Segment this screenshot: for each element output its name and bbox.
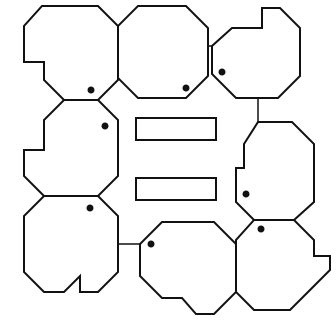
dot-marker [243, 191, 250, 198]
dot-marker [219, 69, 226, 76]
dot-marker [87, 205, 94, 212]
piece-bottom-right [236, 220, 330, 310]
dot-marker [148, 241, 155, 248]
dot-marker [102, 123, 109, 130]
piece-top-left [24, 6, 118, 100]
dot-markers [87, 69, 265, 248]
dot-marker [88, 87, 95, 94]
piece-top-right [212, 8, 300, 98]
dot-marker [258, 226, 265, 233]
dot-marker [183, 85, 190, 92]
piece-mid-right [236, 122, 314, 220]
center-slots [136, 118, 216, 200]
connector-lines [118, 46, 258, 244]
piece-bottom-middle [140, 222, 236, 314]
octagon-pieces [24, 6, 330, 314]
piece-top-middle [118, 6, 208, 98]
piece-mid-left [24, 100, 118, 196]
piece-bottom-left [24, 196, 118, 292]
slot-lower [136, 178, 216, 200]
slot-upper [136, 118, 216, 140]
